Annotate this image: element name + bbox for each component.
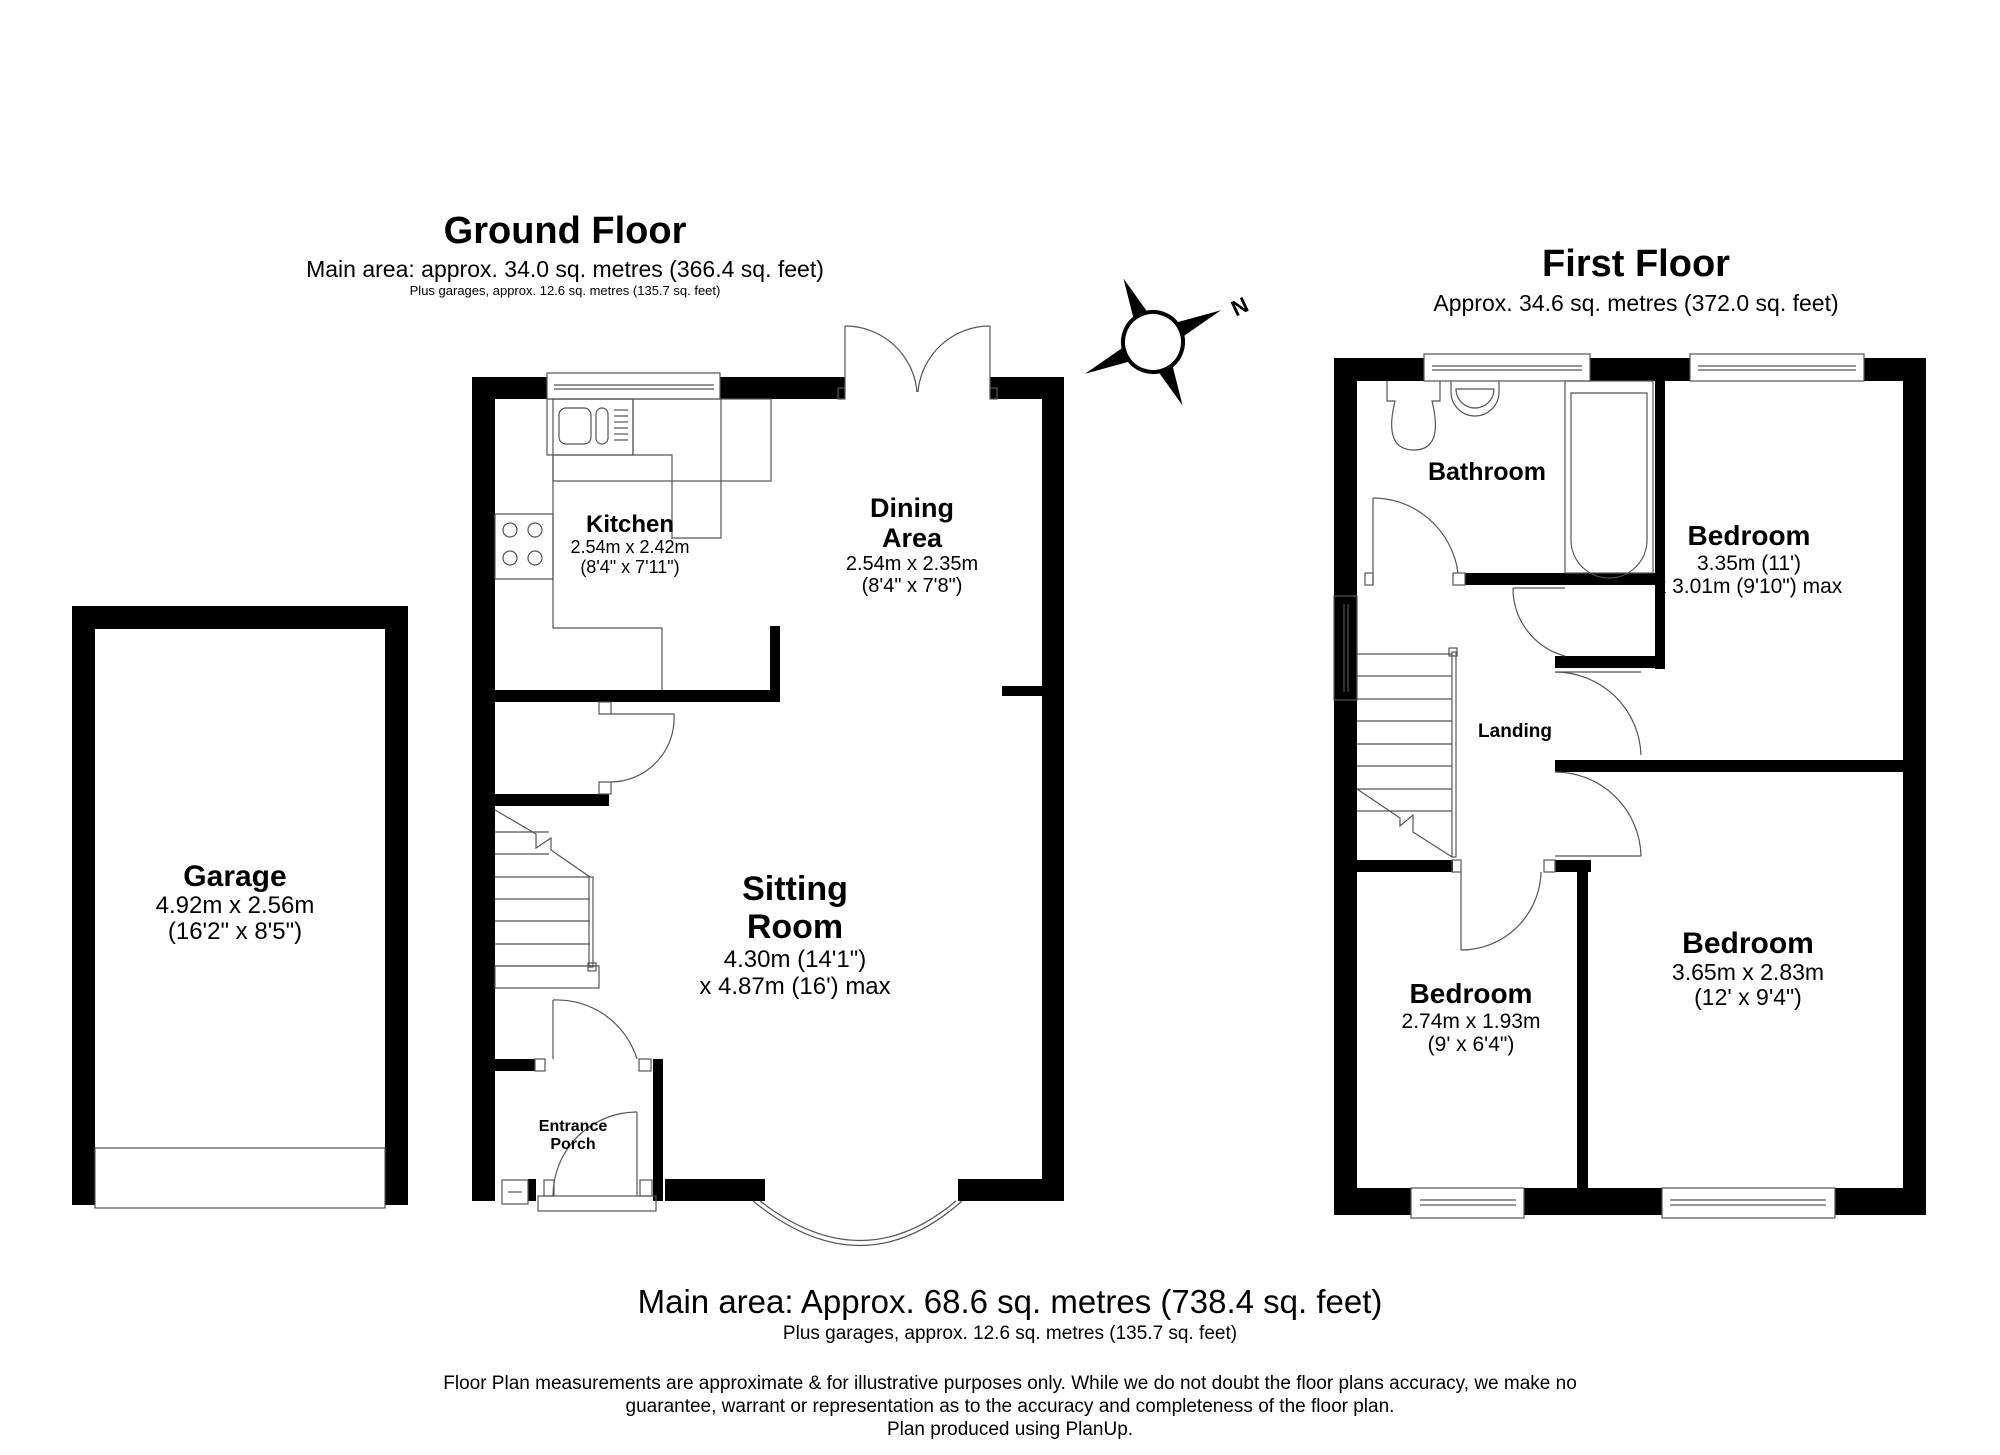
room-landing: Landing <box>1478 721 1552 742</box>
plan-credit: Plan produced using PlanUp. <box>886 1419 1134 1440</box>
ground-floor-title: Ground Floor <box>443 210 687 252</box>
first-floor-area: Approx. 34.6 sq. metres (372.0 sq. feet) <box>1433 290 1839 316</box>
room-bedroom-1: Bedroom 3.35m (11') x 3.01m (9'10") max <box>1655 520 1843 598</box>
room-bathroom: Bathroom <box>1427 458 1547 486</box>
fixtures <box>94 325 1865 1247</box>
ground-floor-main-area: Main area: approx. 34.0 sq. metres (366.… <box>306 256 824 282</box>
room-bedroom-2: Bedroom 2.74m x 1.93m (9' x 6'4") <box>1401 978 1541 1056</box>
room-bedroom-3: Bedroom 3.65m x 2.83m (12' x 9'4") <box>1671 927 1825 1011</box>
total-main-area: Main area: Approx. 68.6 sq. metres (738.… <box>637 1283 1383 1320</box>
disclaimer-line-1: Floor Plan measurements are approximate … <box>443 1373 1577 1394</box>
compass-rose-icon <box>1085 278 1221 406</box>
room-entrance-porch: Entrance Porch <box>538 1118 608 1153</box>
room-kitchen: Kitchen 2.54m x 2.42m (8'4" x 7'11") <box>570 511 690 578</box>
room-garage: Garage 4.92m x 2.56m (16'2" x 8'5") <box>155 860 315 946</box>
total-garages-area: Plus garages, approx. 12.6 sq. metres (1… <box>782 1323 1238 1344</box>
disclaimer-line-2: guarantee, warrant or representation as … <box>625 1396 1395 1417</box>
room-sitting-room: Sitting Room 4.30m (14'1") x 4.87m (16')… <box>699 870 891 1000</box>
room-dining-area: Dining Area 2.54m x 2.35m (8'4" x 7'8") <box>845 493 979 598</box>
ground-floor-garages-area: Plus garages, approx. 12.6 sq. metres (1… <box>409 283 721 298</box>
walls <box>72 358 1926 1215</box>
first-floor-title: First Floor <box>1542 243 1730 285</box>
